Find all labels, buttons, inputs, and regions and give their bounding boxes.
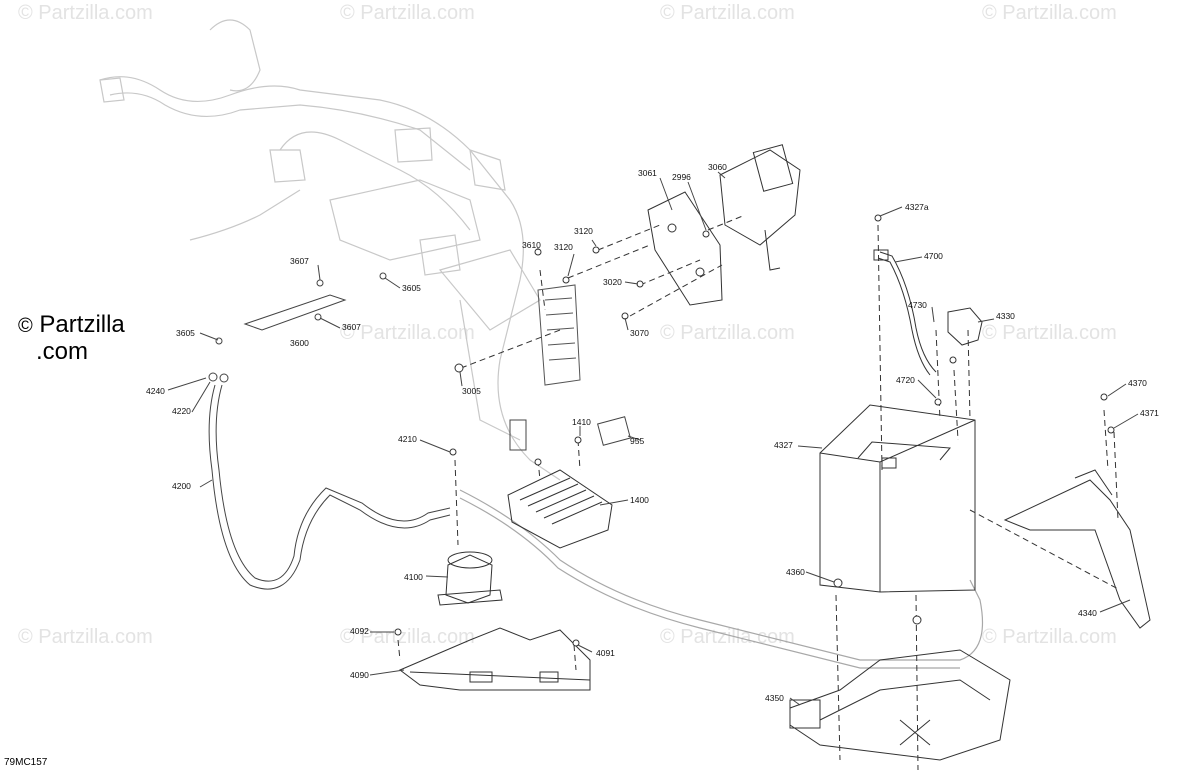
part-label[interactable]: 4360 [786,567,805,577]
battery [819,404,976,593]
part-label[interactable]: 4200 [172,481,191,491]
battery-tray [789,649,1011,761]
starter-relay [437,551,503,606]
part-label[interactable]: 4350 [765,693,784,703]
watermark: © Partzilla.com [982,626,1117,648]
frame-harness-outline [99,19,561,481]
part-label[interactable]: 3607 [342,322,361,332]
part-label[interactable]: 4092 [350,626,369,636]
part-label[interactable]: 2996 [672,172,691,182]
part-label[interactable]: 3610 [522,240,541,250]
part-label[interactable]: 1400 [630,495,649,505]
voltage-regulator [507,469,613,549]
part-label[interactable]: 4100 [404,572,423,582]
watermark: © Partzilla.com [660,2,795,24]
part-label[interactable]: 4371 [1140,408,1159,418]
part-label[interactable]: 4220 [172,406,191,416]
battery-hold-bracket [1003,469,1151,629]
relay-bracket [399,627,591,691]
part-label[interactable]: 955 [630,436,645,446]
watermark: © Partzilla.com [982,322,1117,344]
battery-cable [873,249,937,376]
part-label[interactable]: 4720 [896,375,915,385]
part-label[interactable]: 3605 [176,328,195,338]
part-label[interactable]: 4340 [1078,608,1097,618]
connector-955 [509,416,631,451]
part-label[interactable]: 4210 [398,434,417,444]
fasteners [394,214,1115,647]
part-label[interactable]: 4327a [905,202,929,212]
part-label[interactable]: 4730 [908,300,927,310]
part-label[interactable]: 3060 [708,162,727,172]
watermark: © Partzilla.com [660,626,795,648]
fuse-box [537,284,581,386]
assembly-lines [397,214,1121,771]
watermark: © Partzilla.com [340,322,475,344]
part-label[interactable]: 4091 [596,648,615,658]
part-label[interactable]: 3005 [462,386,481,396]
terminal-cover [947,307,983,346]
floor-harness [459,489,984,669]
watermark: © Partzilla.com [982,2,1117,24]
ground-cable [208,372,451,590]
part-label[interactable]: 3120 [554,242,573,252]
part-label[interactable]: 4090 [350,670,369,680]
part-label[interactable]: 4330 [996,311,1015,321]
part-label[interactable]: 3605 [402,283,421,293]
part-label[interactable]: 3061 [638,168,657,178]
part-label[interactable]: 3120 [574,226,593,236]
partzilla-brand: © Partzilla.com [18,311,125,365]
watermark: © Partzilla.com [18,2,153,24]
part-label[interactable]: 4370 [1128,378,1147,388]
part-label[interactable]: 4700 [924,251,943,261]
watermark: © Partzilla.com [660,322,795,344]
positive-cable [215,272,387,345]
actuator-bracket [647,144,801,306]
leader-lines [167,171,1139,706]
part-label[interactable]: 4240 [146,386,165,396]
part-label[interactable]: 3020 [603,277,622,287]
part-label[interactable]: 1410 [572,417,591,427]
part-label[interactable]: 3600 [290,338,309,348]
part-label[interactable]: 3070 [630,328,649,338]
watermark: © Partzilla.com [18,626,153,648]
watermark: © Partzilla.com [340,2,475,24]
part-label[interactable]: 4327 [774,440,793,450]
part-label[interactable]: 3607 [290,256,309,266]
diagram-code: 79MC157 [4,757,48,768]
